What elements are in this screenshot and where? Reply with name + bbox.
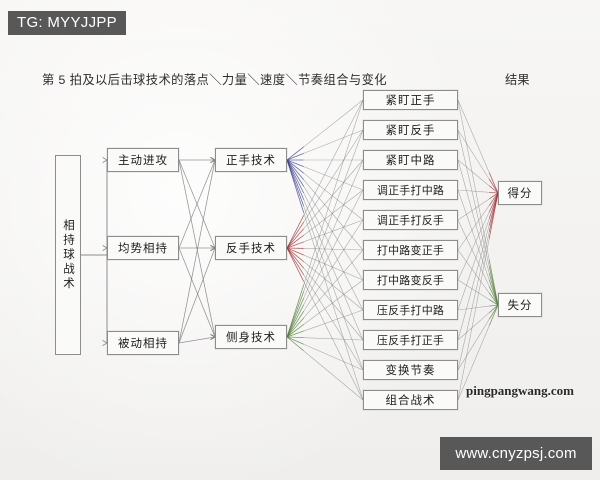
- node-tactic-6: 打中路变正手: [363, 240, 458, 260]
- node-tactic-7-label: 打中路变反手: [376, 275, 445, 287]
- tg-tag: TG: MYYJJPP: [8, 11, 126, 35]
- node-tactic-3-label: 紧盯中路: [385, 155, 436, 167]
- node-tactic-5: 调正手打反手: [363, 210, 458, 230]
- node-tactic-2-label: 紧盯反手: [385, 125, 436, 137]
- node-situation-2: 均势相持: [107, 236, 179, 260]
- node-situation-3-label: 被动相持: [118, 338, 168, 350]
- node-technique-3: 侧身技术: [215, 325, 287, 349]
- node-situation-1: 主动进攻: [107, 148, 179, 172]
- node-tactic-11: 组合战术: [363, 390, 458, 410]
- header-main-label: 第 5 拍及以后击球技术的落点＼力量＼速度＼节奏组合与变化: [42, 73, 387, 87]
- node-technique-2-label: 反手技术: [226, 243, 276, 255]
- node-tactic-9: 压反手打正手: [363, 330, 458, 350]
- node-tactic-3: 紧盯中路: [363, 150, 458, 170]
- node-result-win-label: 得分: [507, 188, 533, 200]
- watermark-site-text: pingpangwang.com: [466, 383, 574, 398]
- node-situation-3: 被动相持: [107, 331, 179, 355]
- node-tactic-10-label: 变换节奏: [385, 365, 436, 377]
- node-tactic-8: 压反手打中路: [363, 300, 458, 320]
- node-tactic-1: 紧盯正手: [363, 90, 458, 110]
- node-tactic-4-label: 调正手打中路: [376, 185, 445, 197]
- node-tactic-1-label: 紧盯正手: [385, 95, 436, 107]
- node-tactic-4: 调正手打中路: [363, 180, 458, 200]
- node-tactic-6-label: 打中路变正手: [376, 245, 445, 257]
- node-tactic-9-label: 压反手打正手: [376, 335, 445, 347]
- watermark-site-box: www.cnyzpsj.com: [440, 437, 592, 470]
- header-result-label: 结果: [505, 73, 530, 87]
- node-technique-2: 反手技术: [215, 236, 287, 260]
- node-technique-1-label: 正手技术: [226, 155, 276, 167]
- node-root-label: 相持球战术: [62, 218, 74, 292]
- node-situation-1-label: 主动进攻: [118, 155, 168, 167]
- node-tactic-8-label: 压反手打中路: [376, 305, 445, 317]
- node-result-win: 得分: [498, 181, 542, 205]
- node-tactic-7: 打中路变反手: [363, 270, 458, 290]
- node-tactic-11-label: 组合战术: [385, 395, 436, 407]
- node-tactic-2: 紧盯反手: [363, 120, 458, 140]
- node-technique-1: 正手技术: [215, 148, 287, 172]
- node-technique-3-label: 侧身技术: [226, 332, 276, 344]
- node-tactic-10: 变换节奏: [363, 360, 458, 380]
- node-root-tactics: 相持球战术: [55, 155, 81, 355]
- node-result-lose-label: 失分: [507, 300, 533, 312]
- node-situation-2-label: 均势相持: [118, 243, 168, 255]
- node-result-lose: 失分: [498, 293, 542, 317]
- node-tactic-5-label: 调正手打反手: [376, 215, 445, 227]
